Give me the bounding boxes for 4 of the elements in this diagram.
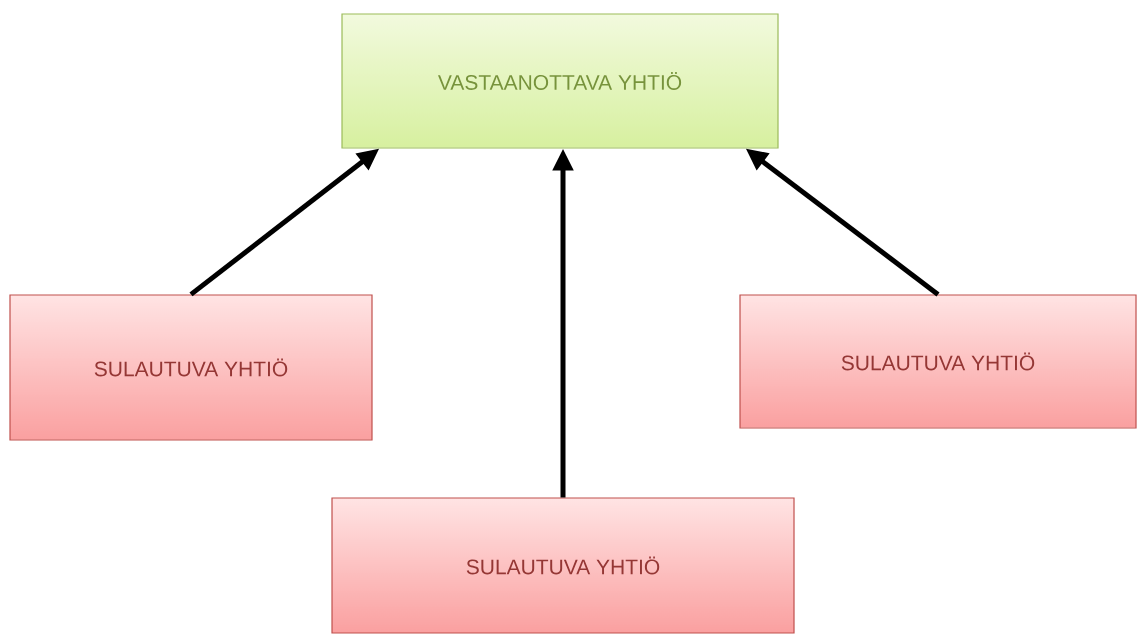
merging-company-box: SULAUTUVA YHTIÖ	[9, 294, 373, 441]
merging-company-box: SULAUTUVA YHTIÖ	[739, 294, 1137, 429]
receiving-company-box: VASTAANOTTAVA YHTIÖ	[341, 13, 779, 149]
merging-company-box: SULAUTUVA YHTIÖ	[331, 497, 795, 634]
